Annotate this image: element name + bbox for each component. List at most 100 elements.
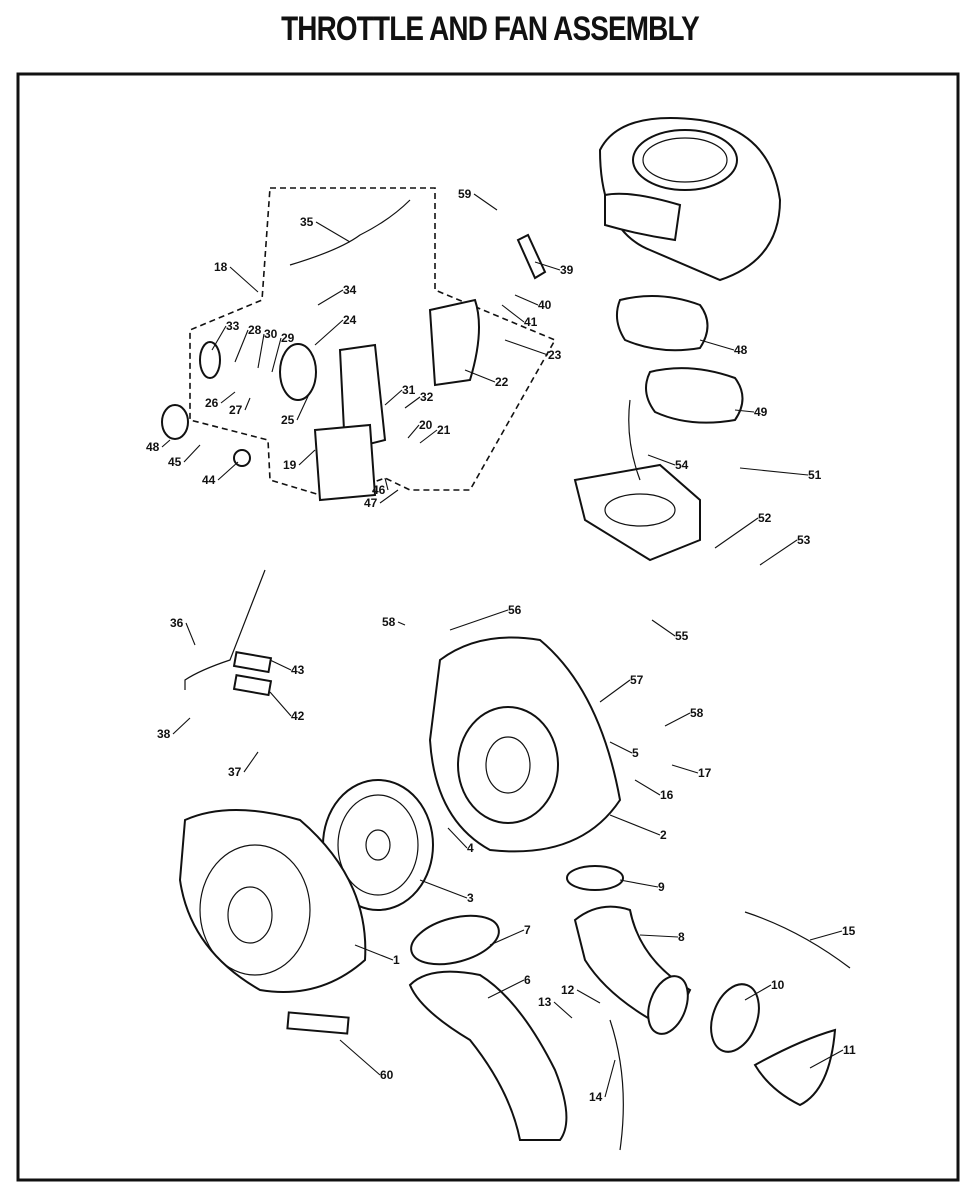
gasket-49 [645,367,744,424]
leader-line [739,467,809,476]
leader-line [211,325,227,351]
elbow-opening [632,129,738,191]
leader-line [487,979,525,999]
callout-55: 55 [675,629,689,643]
callout-22: 22 [495,375,509,389]
leader-line [379,489,399,504]
leader-line [220,391,236,404]
leader-line [671,764,699,774]
callout-52: 52 [758,511,772,525]
callout-4: 4 [467,841,474,855]
leader-line [473,193,498,211]
leader-line [271,337,282,373]
callout-15: 15 [842,924,856,938]
leader-line [404,396,421,409]
leader-line [339,1039,381,1076]
callout-2: 2 [660,828,667,842]
callout-3: 3 [467,891,474,905]
leader-line [296,391,311,421]
callout-54: 54 [675,458,689,472]
callout-40: 40 [538,298,552,312]
callout-12: 12 [561,983,575,997]
callout-48: 48 [146,440,160,454]
leader-line [699,339,735,351]
leader-line [809,1049,844,1069]
leader-line [714,517,759,549]
leader-line [744,984,772,1001]
callout-9: 9 [658,880,665,894]
leader-line [599,679,631,703]
callout-31: 31 [402,383,416,397]
throttle-subassembly-outline [189,187,557,499]
callout-21: 21 [437,423,451,437]
leader-line [504,339,549,356]
callout-47: 47 [364,496,378,510]
leader-line [759,539,798,566]
callout-27: 27 [229,403,243,417]
leader-line [651,619,676,637]
callout-6: 6 [524,973,531,987]
fan-case-hub [457,706,559,824]
leader-line [449,609,509,631]
leader-line [397,621,406,626]
callout-17: 17 [698,766,712,780]
callout-33: 33 [226,319,240,333]
leader-line [619,879,659,888]
part-drawings [161,117,851,1151]
callout-38: 38 [157,727,171,741]
callout-25: 25 [281,413,295,427]
callout-8: 8 [678,930,685,944]
callout-7: 7 [524,923,531,937]
callout-32: 32 [420,390,434,404]
leader-line [185,622,196,646]
callout-41: 41 [524,315,538,329]
diagram-border [16,72,960,1182]
callout-1: 1 [393,953,400,967]
throttle-housing-22 [428,298,480,387]
leader-line [419,879,468,899]
callout-51: 51 [808,468,822,482]
callout-36: 36 [170,616,184,630]
leader-line [419,429,438,444]
leader-line [464,369,496,383]
leader-line [384,389,403,406]
leader-line [229,266,259,293]
throttle-bracket-19 [313,423,377,502]
callout-20: 20 [419,418,433,432]
callout-42: 42 [291,709,305,723]
callout-35: 35 [300,215,314,229]
leader-line [269,691,292,717]
leader-line [609,814,661,836]
callout-29: 29 [281,331,295,345]
leader-line [315,221,351,243]
callout-24: 24 [343,313,357,327]
leader-line [809,930,843,941]
callout-23: 23 [548,348,562,362]
callout-30: 30 [264,327,278,341]
leader-line [257,333,265,369]
diagram-title: THROTTLE AND FAN ASSEMBLY [281,10,700,48]
part-25-body [279,343,317,401]
callout-48: 48 [734,343,748,357]
callout-58: 58 [382,615,396,629]
callout-39: 39 [560,263,574,277]
callout-56: 56 [508,603,522,617]
callout-59: 59 [458,187,472,201]
leader-line [314,319,344,346]
leader-line [734,409,755,413]
callout-11: 11 [843,1043,856,1057]
leader-line [298,449,316,466]
leader-line [407,424,420,439]
shield-11 [753,1028,837,1107]
mount-51 [573,463,701,562]
callout-45: 45 [168,455,182,469]
callout-44: 44 [202,473,216,487]
callout-49: 49 [754,405,768,419]
gasket-7 [410,914,500,966]
callout-53: 53 [797,533,811,547]
gasket-48 [615,295,709,352]
callout-5: 5 [632,746,639,760]
leader-line [269,659,292,671]
label-60 [286,1011,350,1035]
